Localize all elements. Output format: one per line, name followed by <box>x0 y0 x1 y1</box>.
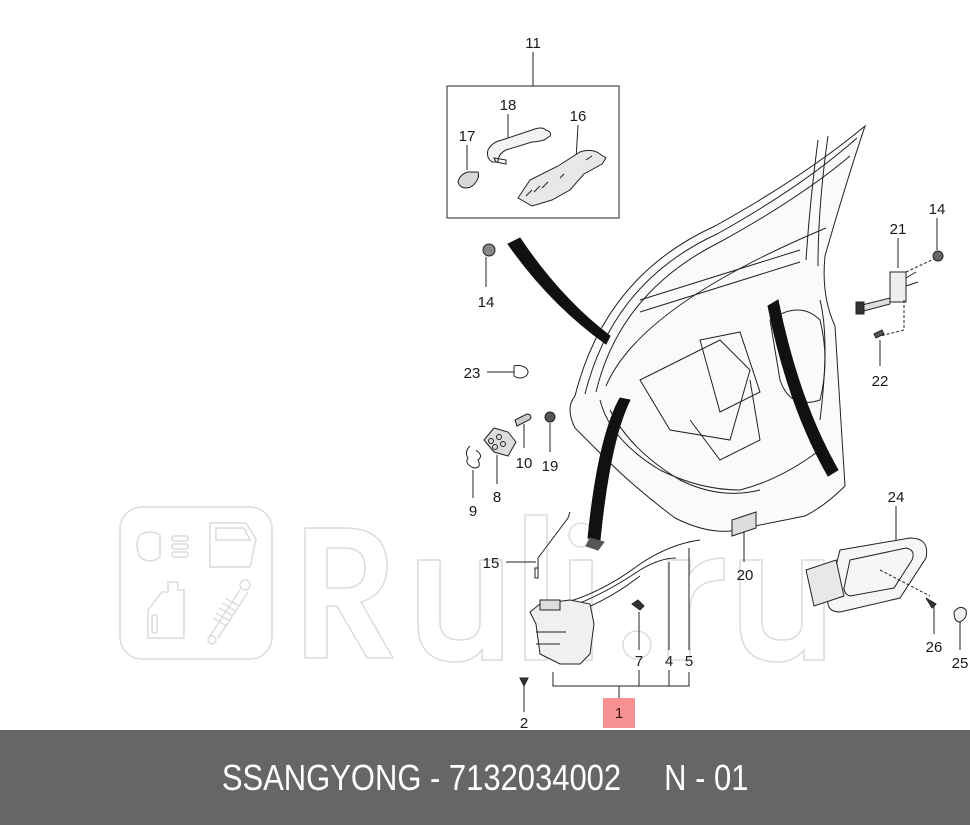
diagram-linework <box>446 52 967 712</box>
callout-20[interactable]: 20 <box>736 567 754 584</box>
callout-14-left[interactable]: 14 <box>477 294 495 311</box>
callout-14-right[interactable]: 14 <box>928 201 946 218</box>
callout-23[interactable]: 23 <box>463 365 481 382</box>
highlighted-callout-box[interactable] <box>603 698 635 728</box>
callout-26[interactable]: 26 <box>925 639 943 656</box>
callout-5[interactable]: 5 <box>684 653 694 670</box>
callout-2[interactable]: 2 <box>519 715 529 732</box>
callout-9[interactable]: 9 <box>468 503 478 520</box>
callout-7[interactable]: 7 <box>634 653 644 670</box>
callout-11[interactable]: 11 <box>525 35 541 52</box>
callout-21[interactable]: 21 <box>889 221 907 238</box>
callout-24[interactable]: 24 <box>887 489 905 506</box>
callout-25[interactable]: 25 <box>951 655 969 672</box>
callout-22[interactable]: 22 <box>871 373 889 390</box>
callout-16[interactable]: 16 <box>569 108 587 125</box>
callout-17[interactable]: 17 <box>458 128 476 145</box>
parts-diagram: 11 18 16 17 14 14 21 22 23 10 19 9 8 15 … <box>119 35 969 732</box>
callout-8[interactable]: 8 <box>492 489 502 506</box>
callout-15[interactable]: 15 <box>482 555 500 572</box>
callout-1-highlighted[interactable]: 1 <box>614 705 624 722</box>
callout-4[interactable]: 4 <box>664 653 674 670</box>
caption-bar: SSANGYONG - 7132034002 N - 01 <box>0 730 970 825</box>
callout-18[interactable]: 18 <box>499 97 517 114</box>
callout-10[interactable]: 10 <box>515 455 533 472</box>
callout-19[interactable]: 19 <box>541 458 559 475</box>
part-caption: SSANGYONG - 7132034002 N - 01 <box>221 756 749 798</box>
